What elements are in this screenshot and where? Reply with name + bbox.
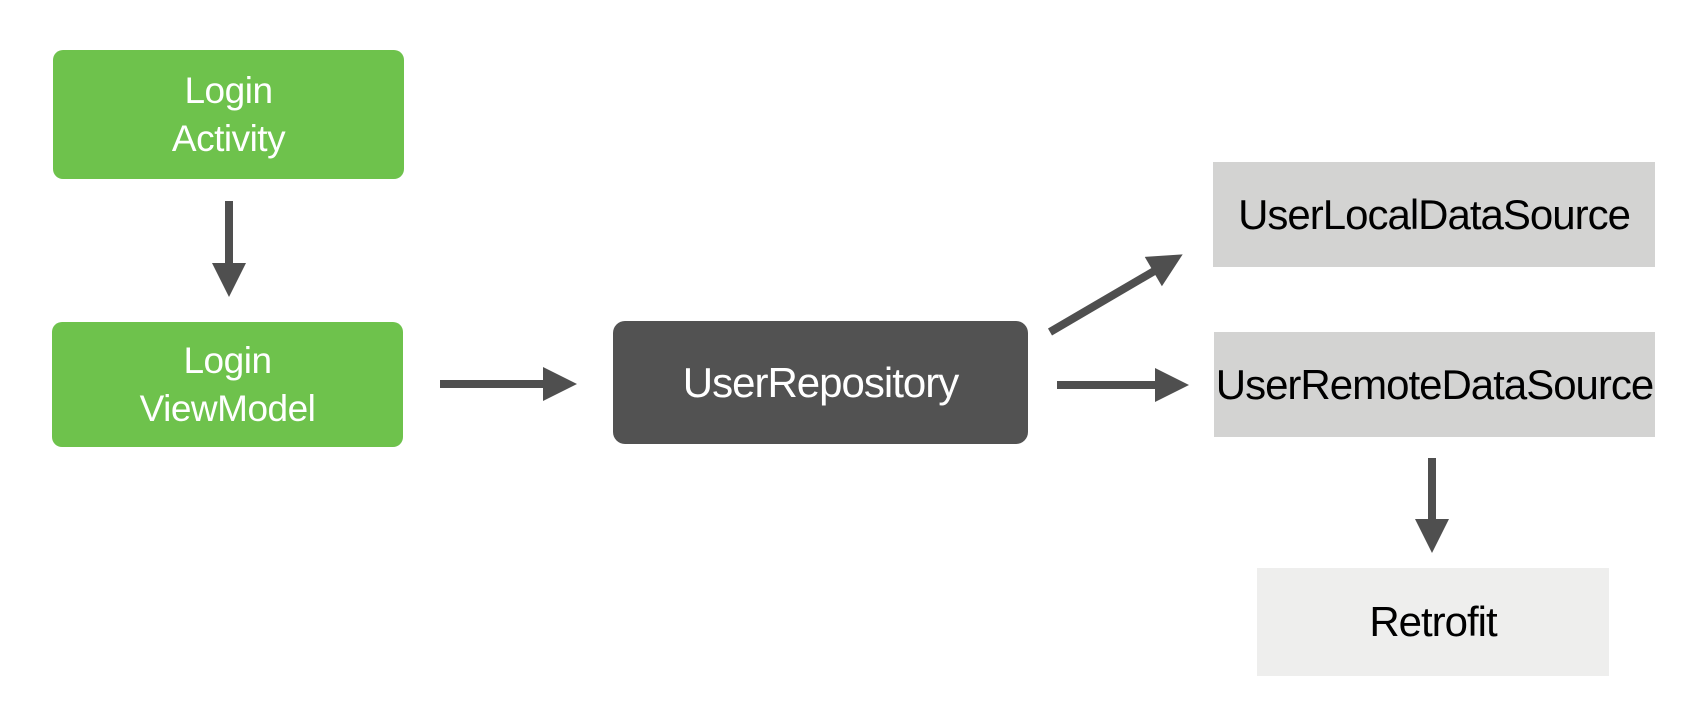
node-user-remote-data-source-label: UserRemoteDataSource — [1215, 360, 1655, 408]
node-user-local-data-source-label: UserLocalDataSource — [1238, 190, 1631, 238]
node-login-viewmodel: Login ViewModel — [52, 322, 403, 447]
arrow-user-repository-to-user-local-data-source — [1047, 254, 1183, 336]
node-user-repository: UserRepository — [613, 321, 1028, 444]
node-retrofit: Retrofit — [1257, 568, 1609, 676]
node-retrofit-label: Retrofit — [1369, 598, 1497, 645]
node-user-repository-label: UserRepository — [682, 358, 959, 406]
node-user-remote-data-source: UserRemoteDataSource — [1214, 332, 1655, 437]
node-login-activity-label: Login Activity — [171, 69, 286, 159]
node-login-activity: Login Activity — [53, 50, 404, 179]
node-user-local-data-source: UserLocalDataSource — [1213, 162, 1655, 267]
node-login-viewmodel-label: Login ViewModel — [139, 339, 316, 429]
